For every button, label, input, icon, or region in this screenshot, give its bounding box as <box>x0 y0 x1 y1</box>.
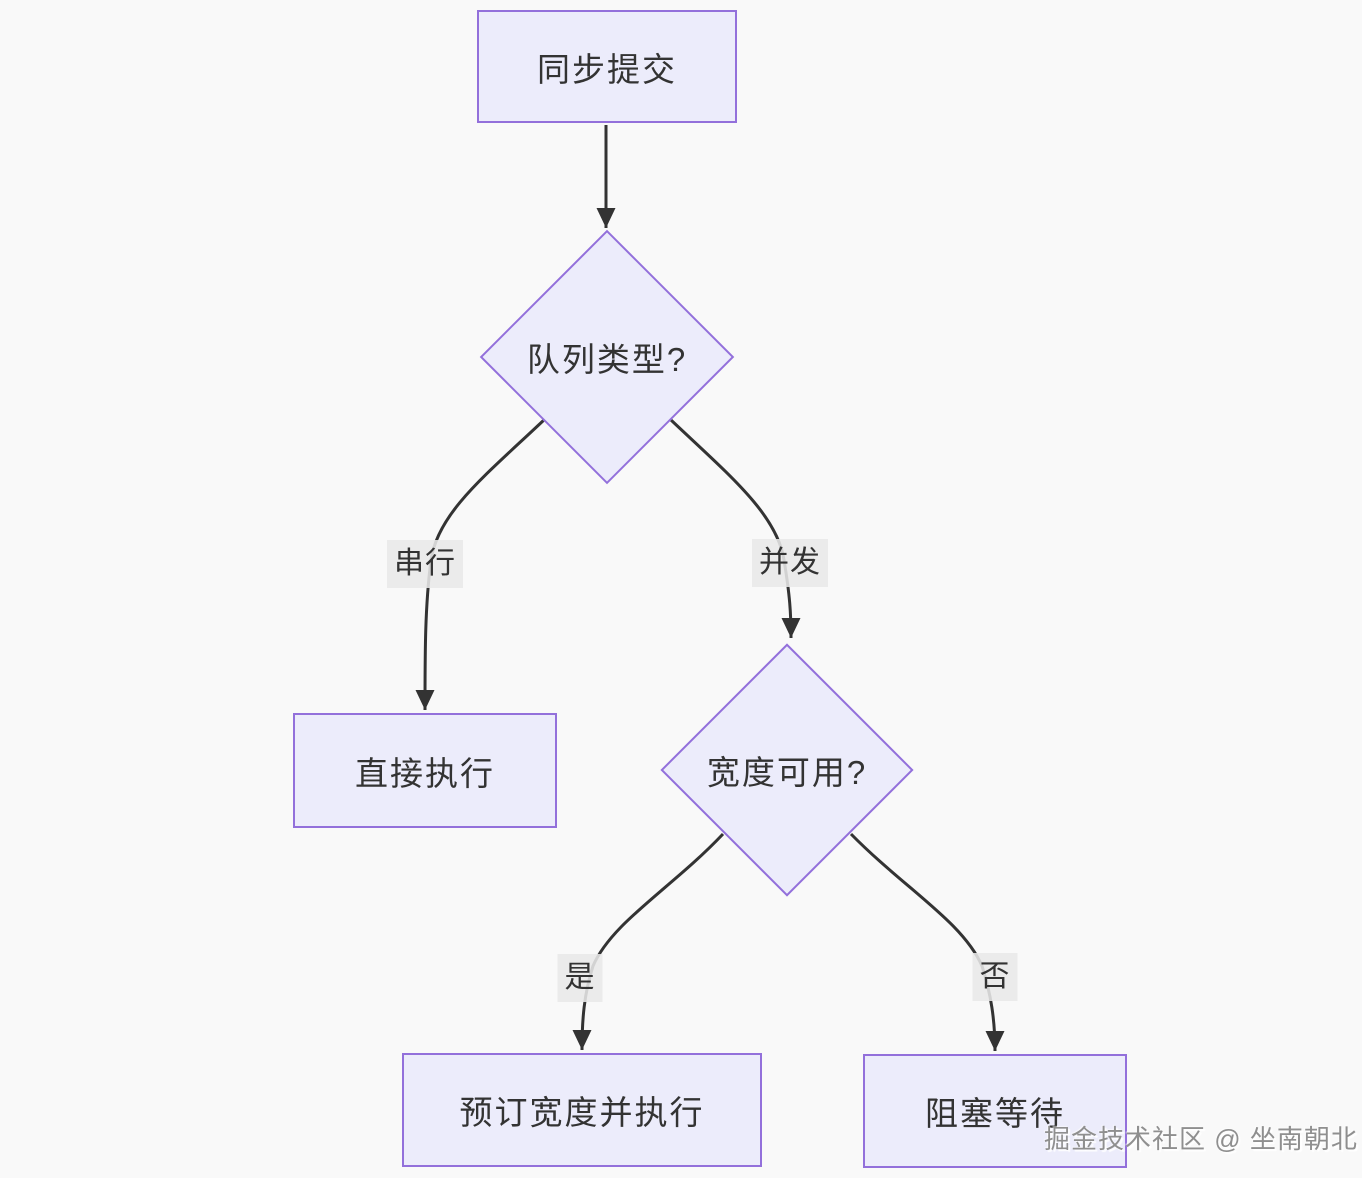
watermark: 掘金技术社区 @ 坐南朝北 <box>1044 1124 1358 1154</box>
edge-label-no: 否 <box>972 953 1018 1001</box>
node-width-available: 宽度可用? <box>660 642 914 898</box>
edge-label-yes: 是 <box>557 954 603 1002</box>
node-direct-execute-label: 直接执行 <box>355 754 495 792</box>
node-sync-submit: 同步提交 <box>477 10 737 123</box>
node-width-available-label: 宽度可用? <box>706 754 868 791</box>
node-direct-execute: 直接执行 <box>293 713 557 828</box>
node-block-wait: 阻塞等待 <box>863 1054 1127 1168</box>
node-reserve-execute-label: 预订宽度并执行 <box>459 1094 705 1131</box>
edge-label-concurrent: 并发 <box>752 539 828 587</box>
node-queue-type-label: 队列类型? <box>526 341 688 378</box>
node-reserve-execute: 预订宽度并执行 <box>402 1053 762 1167</box>
node-queue-type: 队列类型? <box>479 229 735 485</box>
node-sync-submit-label: 同步提交 <box>537 50 677 88</box>
edge-label-serial: 串行 <box>387 540 463 588</box>
node-block-wait-label: 阻塞等待 <box>925 1095 1065 1132</box>
